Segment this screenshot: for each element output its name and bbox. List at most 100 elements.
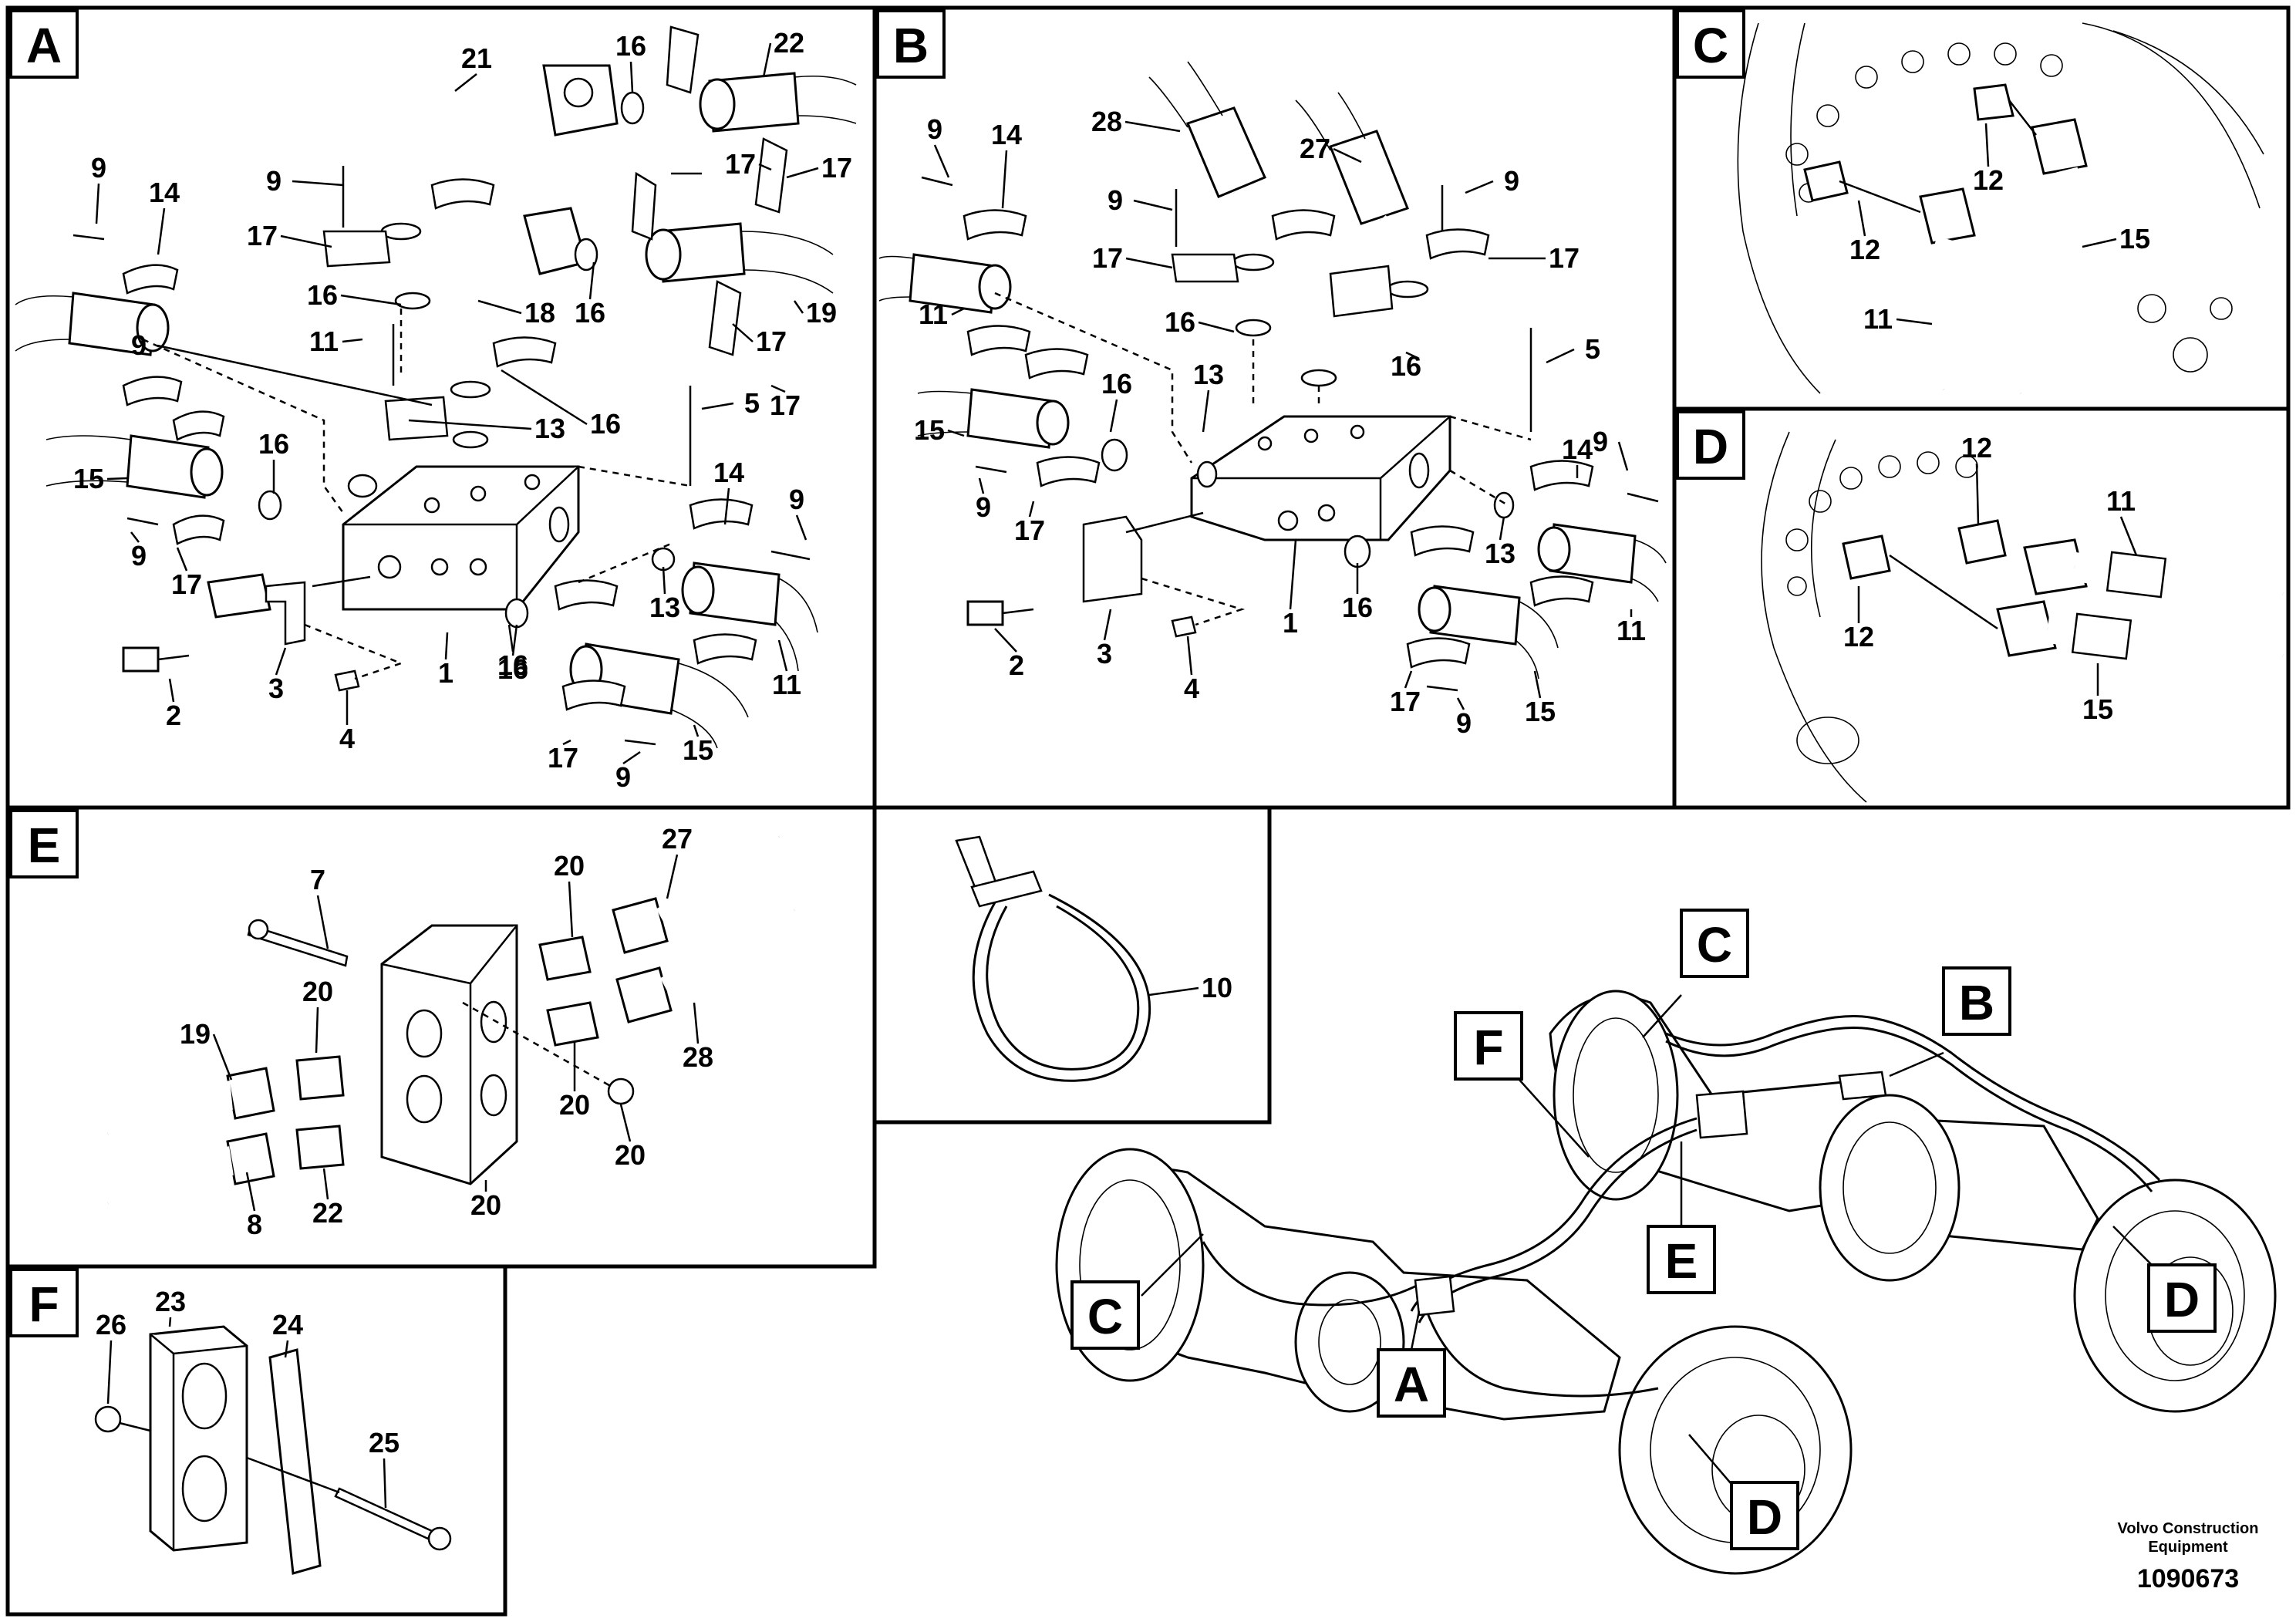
part-number-label: 9 [1456,707,1472,739]
leader-line [501,369,588,426]
part-callout-b-8: 11 [919,298,965,330]
part-number-label: 9 [615,761,631,793]
leader-line [342,338,363,343]
part-number-label: 24 [272,1309,303,1340]
part-number-label: 20 [470,1189,501,1221]
part-callout-e-2: 27 [662,823,693,899]
part-callout-a-8: 16 [307,279,402,311]
leader-line [106,1340,113,1404]
leader-line [1109,399,1118,433]
part-number-label: 14 [713,457,744,488]
leader-line [1533,670,1542,699]
svg-text:D: D [2164,1272,2200,1327]
part-number-label: 1 [438,657,453,689]
leader-line [315,1007,319,1054]
part-callout-e-0: 7 [310,864,329,949]
part-number-label: 2 [166,700,181,731]
part-number-label: 9 [1504,165,1519,197]
part-callout-a-19: 5 [701,387,760,419]
part-number-label: 15 [2119,223,2150,255]
part-number-label: 15 [2082,693,2113,725]
part-number-label: 11 [2106,485,2136,517]
leader-line [157,207,166,255]
part-callout-b-0: 28 [1091,106,1181,137]
leader-line [1499,516,1505,541]
part-callout-b-11: 5 [1546,333,1600,365]
part-number-label: 9 [91,152,106,184]
leader-line [130,531,140,543]
overview-callout-e: E [1647,1141,1716,1294]
part-callout-a-15: 17 [732,323,787,357]
part-callout-c-1: 12 [1849,200,1880,265]
part-number-label: 1 [1283,607,1298,639]
part-number-label: 18 [524,297,555,329]
leader-line [444,632,449,660]
leader-line [762,42,772,78]
part-number-label: 12 [1843,621,1874,653]
part-number-label: 27 [1300,133,1330,164]
part-number-label: 20 [559,1089,590,1121]
part-callout-e-10: 20 [470,1180,501,1221]
part-callout-f-3: 25 [369,1427,400,1509]
part-number-label: 20 [615,1139,646,1171]
leader-line [383,1458,387,1509]
part-callout-b-18: 17 [1014,501,1045,546]
part-number-label: 13 [1193,359,1224,390]
part-callout-a-1: 16 [615,30,646,93]
part-number-label: 23 [155,1286,186,1317]
part-callout-b-22: 11 [1617,609,1646,646]
part-callout-a-4: 9 [266,165,344,197]
overview-callout-a: A [1377,1310,1446,1418]
leader-line [1984,123,1990,167]
leader-line [1456,697,1465,710]
part-number-label: 10 [1202,972,1232,1003]
part-number-label: 22 [312,1197,343,1229]
leader-line [666,854,679,899]
brand-line-2: Equipment [2148,1539,2228,1556]
part-callout-a-16: 17 [770,384,801,421]
panel-e-tag: E [9,809,79,878]
svg-text:F: F [29,1276,59,1332]
part-callout-d-3: 15 [2082,663,2113,725]
leader-line [758,163,772,171]
leader-line [1028,501,1035,518]
leader-line [1202,389,1210,433]
part-number-label: 13 [534,413,565,444]
leader-line [622,750,641,765]
part-callout-a-35: 17 [548,739,578,774]
part-number-label: 28 [1091,106,1122,137]
svg-text:F: F [1473,1020,1503,1075]
part-number-label: 17 [756,325,787,357]
leader-line [723,487,730,525]
panel-d-tag: D [1676,410,1745,480]
leader-line [1617,441,1629,471]
part-callout-b-1: 27 [1300,133,1362,164]
part-number-label: 9 [1593,426,1608,457]
panel-a-drawing [15,25,857,749]
leader-line [770,384,786,393]
leader-line [284,1340,289,1358]
panel-a-tag: A [9,9,79,79]
leader-line [507,624,514,653]
part-number-label: 17 [1014,514,1045,546]
part-callout-b-26: 17 [1390,670,1421,717]
leader-line [693,724,700,737]
document-number: 1090673 [2137,1564,2239,1593]
part-number-label: 15 [1525,696,1556,727]
part-number-label: 27 [662,823,693,855]
leader-line [1975,463,1980,525]
part-callout-a-36: 9 [615,750,641,793]
part-number-label: 16 [1342,592,1373,623]
leader-line [1133,199,1173,211]
panel-clamp-frame [872,805,1272,1125]
part-number-label: 9 [789,484,804,515]
leader-line [106,477,128,481]
part-number-label: 14 [1562,433,1593,465]
part-number-label: 2 [1009,649,1024,681]
part-number-label: 16 [497,653,528,685]
overview-callout-c-front: C [1070,1233,1204,1350]
panel-clamp-drawing [955,835,1151,1082]
leader-line [662,566,666,595]
